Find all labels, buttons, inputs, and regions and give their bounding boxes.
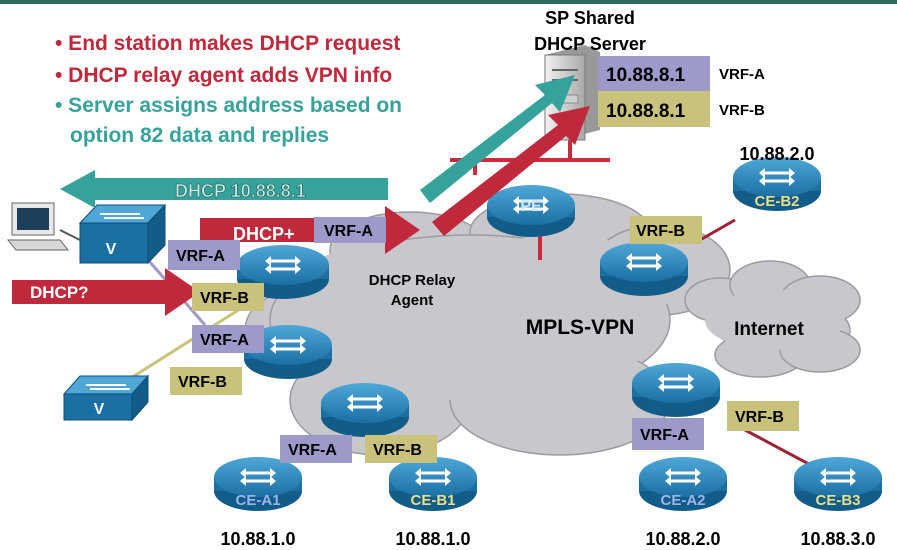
subnet-ce-a2: 10.88.2.0: [645, 529, 720, 549]
ce-a1-router-icon: [214, 457, 302, 511]
header-bar: [0, 0, 897, 4]
subnet-ce-b2: 10.88.2.0: [739, 144, 814, 164]
pe-label: PE: [520, 198, 542, 215]
server-row-a-bg: [598, 56, 710, 91]
router-relay-icon: [237, 245, 329, 299]
ce-b2-label: CE-B2: [754, 193, 799, 210]
ce-a2-router-icon: [639, 457, 727, 511]
bullet-1: • End station makes DHCP request: [55, 32, 400, 55]
relay-to-server-arrow: [432, 106, 590, 236]
subnet-ce-a1: 10.88.1.0: [220, 529, 295, 549]
relayed-arrow-label: DHCP+: [233, 224, 295, 244]
server-title-line1: SP Shared: [545, 8, 635, 28]
switch-bottom-label: V: [94, 401, 105, 418]
mpls-vpn-label: MPLS-VPN: [526, 316, 635, 339]
vrf-tag-pe4-a: VRF-A: [640, 427, 689, 444]
relay-agent-label-2: Agent: [391, 292, 434, 309]
ce-a2-label: CE-A2: [660, 492, 705, 509]
router-pe4-icon: [632, 363, 720, 417]
switch-top-icon: [78, 203, 167, 265]
server-reply-arrow: [420, 75, 575, 203]
vrf-tag-bg: [314, 217, 386, 243]
ce-a1-label: CE-A1: [235, 492, 280, 509]
vrf-tag-bg: [192, 283, 264, 311]
vrf-tag-pe3-b: VRF-B: [373, 442, 422, 459]
end-station-pc-icon: [6, 202, 81, 251]
subnet-ce-b1: 10.88.1.0: [395, 529, 470, 549]
vrf-tag-pe3-a: VRF-A: [288, 442, 337, 459]
reply-arrow: [60, 170, 388, 208]
server-vrf-a: VRF-A: [719, 66, 765, 83]
server-ip-a: 10.88.8.1: [606, 65, 686, 86]
vrf-tag-bg: [170, 367, 242, 395]
vrf-tag-bg: [632, 418, 704, 450]
vrf-tag-switch-b: VRF-B: [200, 290, 249, 307]
vrf-tag-bg: [727, 401, 799, 431]
ce-b2-router-icon: [733, 157, 821, 211]
router-pe-right-icon: [600, 242, 688, 296]
vrf-tag-pe2-a: VRF-A: [200, 332, 249, 349]
vrf-tag-bg: [168, 240, 240, 270]
server-title-line2: DHCP Server: [534, 34, 646, 54]
vrf-tag-bg: [630, 216, 702, 244]
vrf-tag-pe-right: VRF-B: [636, 223, 685, 240]
bullet-2: • DHCP relay agent adds VPN info: [55, 64, 392, 87]
switch-top-label: V: [106, 241, 117, 258]
ce-b3-router-icon: [794, 457, 882, 511]
bullet-3: • Server assigns address based on: [55, 94, 402, 117]
server-vrf-b: VRF-B: [719, 102, 765, 119]
vrf-tag-bg: [365, 435, 437, 463]
request-arrow-label: DHCP?: [30, 283, 89, 302]
relayed-vrf-tag: VRF-A: [324, 223, 373, 240]
vrf-tag-pe2-b: VRF-B: [178, 374, 227, 391]
vrf-tag-switch-a: VRF-A: [176, 248, 225, 265]
server-ip-b: 10.88.8.1: [606, 101, 686, 122]
request-arrow: [12, 268, 200, 316]
router-pe3-icon: [321, 383, 409, 437]
relay-agent-label-1: DHCP Relay: [369, 272, 456, 289]
internet-label: Internet: [734, 319, 804, 340]
server-row-b-bg: [598, 91, 710, 127]
vrf-tag-bg: [280, 435, 352, 463]
bullet-4: option 82 data and replies: [70, 124, 329, 147]
ce-b3-label: CE-B3: [815, 492, 860, 509]
router-pe2-icon: [244, 325, 332, 379]
reply-arrow-label: DHCP 10.88.8.1: [175, 181, 306, 201]
subnet-ce-b3: 10.88.3.0: [800, 529, 875, 549]
ce-b1-router-icon: [389, 457, 477, 511]
vrf-tag-bg: [192, 325, 264, 353]
switch-bottom-icon: [62, 374, 150, 422]
pe-router-icon: [487, 185, 575, 237]
ce-b1-label: CE-B1: [410, 492, 455, 509]
vrf-tag-pe4-b: VRF-B: [735, 409, 784, 426]
